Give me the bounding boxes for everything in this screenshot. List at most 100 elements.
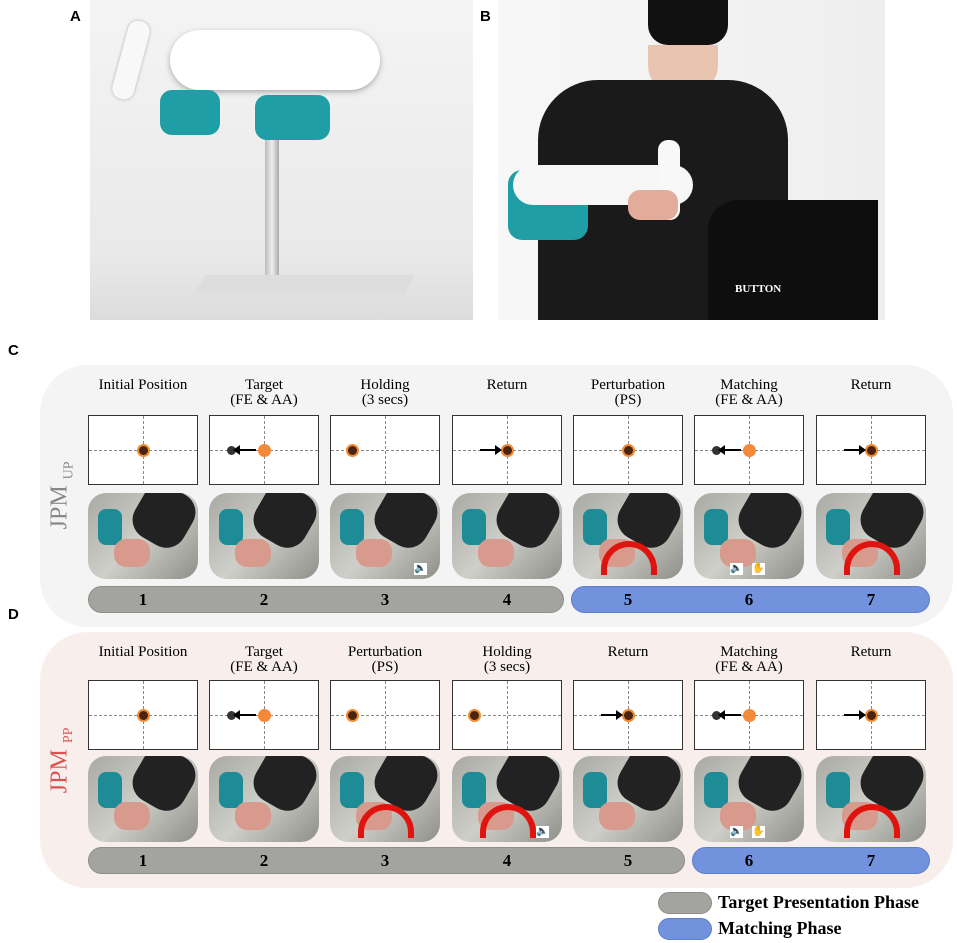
step-number: 7 [866,590,876,609]
step-title: Holding (3 secs) [360,377,410,408]
cursor-dot [227,710,237,720]
rotation-arrow-icon [844,804,900,838]
participant-photo: BUTTON [498,0,885,320]
cursor-display [209,415,319,485]
step-title: Return [850,644,892,660]
target-dot [742,708,756,722]
cursor-dot [621,708,635,722]
speaker-icon: 🔈 [536,826,549,838]
step-photo [573,756,683,842]
step-number: 3 [380,851,390,870]
robot-device-photo [90,0,473,320]
step-photo: 🔈✋ [694,756,804,842]
step-photo [209,493,319,579]
speaker-icon: 🔈 [730,563,743,575]
step-number: 6 [744,851,754,870]
step-photo: 🔈 [330,493,440,579]
target-phase-bar [88,847,685,874]
cursor-dot [346,708,360,722]
arrow-left-icon [718,445,742,455]
cursor-display [452,680,562,750]
arrow-right-icon [844,710,867,720]
step-title: Perturbation (PS) [590,377,666,408]
step-number: 1 [138,590,148,609]
cursor-dot [712,710,722,720]
cursor-dot [864,443,878,457]
step-photo [816,756,926,842]
cursor-display [694,680,804,750]
cursor-display [573,415,683,485]
cursor-display [330,415,440,485]
cursor-display [88,680,198,750]
panel-a-label: A [70,8,81,25]
panel-d-side-label: JPM PP [46,727,77,793]
step-title: Perturbation (PS) [347,644,423,675]
step-photo [209,756,319,842]
matching-phase-bar [692,847,930,874]
target-dot [742,443,756,457]
step-number: 7 [866,851,876,870]
button-annotation: BUTTON [735,283,782,295]
step-photo: 🔈✋ [694,493,804,579]
step-title: Return [850,377,892,393]
cursor-dot [227,445,237,455]
step-number: 2 [259,851,269,870]
step-photo [816,493,926,579]
rotation-arrow-icon [601,541,657,575]
cursor-dot [136,708,150,722]
arrow-right-icon [844,445,867,455]
hand-icon: ✋ [752,826,765,838]
step-photo [88,493,198,579]
arrow-left-icon [233,445,257,455]
arrow-right-icon [480,445,503,455]
step-number: 1 [138,851,148,870]
step-photo [452,493,562,579]
cursor-dot [500,443,514,457]
step-title: Return [486,377,528,393]
step-title: Matching (FE & AA) [715,377,783,408]
step-number: 5 [623,851,633,870]
rotation-arrow-icon [480,804,536,838]
step-title: Return [607,644,649,660]
legend-target-swatch [658,892,712,914]
speaker-icon: 🔈 [730,826,743,838]
step-photo: 🔈 [452,756,562,842]
target-dot [257,708,271,722]
cursor-dot [468,708,482,722]
step-number: 6 [744,590,754,609]
step-title: Holding (3 secs) [482,644,532,675]
target-phase-bar [88,586,564,613]
panel-b-label: B [480,8,491,25]
cursor-display [573,680,683,750]
target-dot [257,443,271,457]
step-photo [573,493,683,579]
panel-c-label: C [8,342,19,359]
arrow-right-icon [601,710,624,720]
cursor-dot [136,443,150,457]
cursor-display [694,415,804,485]
step-photo [88,756,198,842]
cursor-dot [621,443,635,457]
step-photo [330,756,440,842]
arrow-left-icon [718,710,742,720]
step-title: Target (FE & AA) [230,377,298,408]
rotation-arrow-icon [358,804,414,838]
step-title: Initial Position [98,377,188,393]
cursor-dot [864,708,878,722]
legend-target-label: Target Presentation Phase [718,892,919,912]
cursor-display [452,415,562,485]
cursor-display [816,415,926,485]
step-number: 2 [259,590,269,609]
step-number: 4 [502,851,512,870]
legend-matching-label: Matching Phase [718,918,842,938]
speaker-icon: 🔈 [414,563,427,575]
arrow-left-icon [233,710,257,720]
rotation-arrow-icon [844,541,900,575]
hand-icon: ✋ [752,563,765,575]
panel-d-label: D [8,606,19,623]
step-title: Initial Position [98,644,188,660]
step-title: Target (FE & AA) [230,644,298,675]
cursor-display [816,680,926,750]
cursor-display [209,680,319,750]
cursor-dot [712,445,722,455]
